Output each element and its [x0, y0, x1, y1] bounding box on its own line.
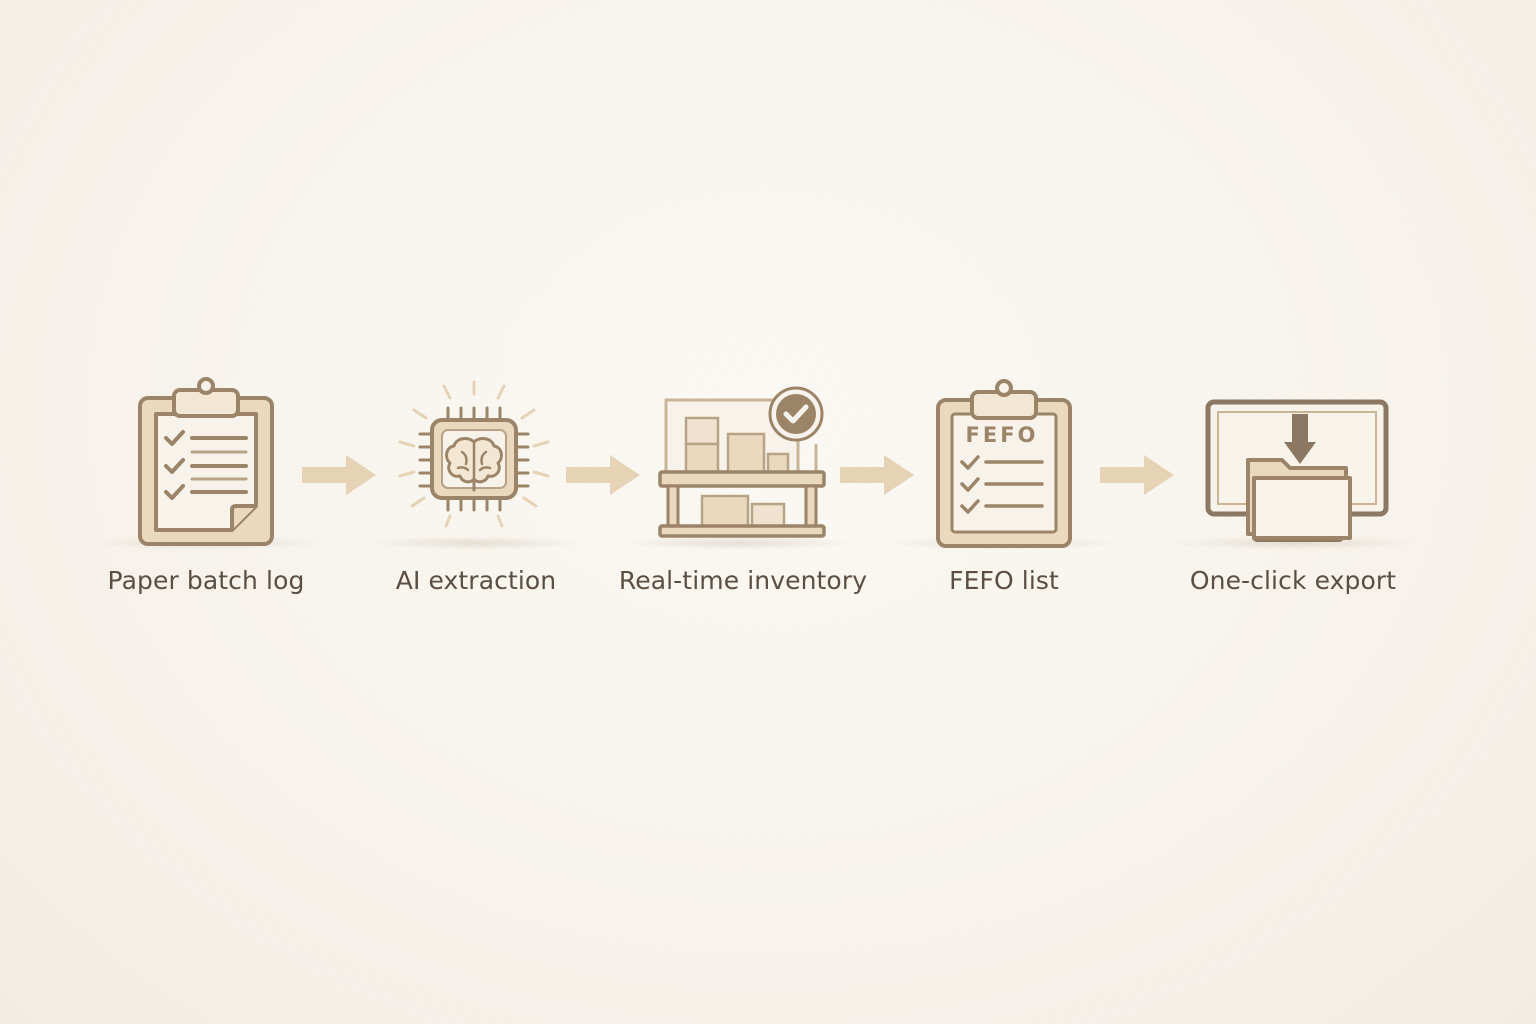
step-5-shadow: [1170, 536, 1420, 550]
fefo-icon-text: FEFO: [966, 423, 1039, 447]
arrow-right-icon: [840, 455, 914, 495]
step-4-label: FEFO list: [949, 566, 1059, 595]
step-3-shadow: [618, 536, 858, 550]
step-5-label: One-click export: [1189, 566, 1397, 595]
monitor-download-icon: [1204, 398, 1390, 548]
arrow-right-icon: [302, 455, 376, 495]
inventory-shelf-icon: [656, 386, 828, 542]
ai-chip-brain-icon: [390, 380, 558, 530]
arrow-right-icon: [1100, 455, 1174, 495]
step-1-label: Paper batch log: [107, 566, 305, 595]
step-2-shadow: [366, 536, 586, 550]
step-2-label: AI extraction: [395, 566, 557, 595]
fefo-clipboard-icon: FEFO: [934, 378, 1074, 550]
clipboard-checklist-icon: [136, 376, 276, 548]
arrow-right-icon: [566, 455, 640, 495]
step-3-label: Real-time inventory: [618, 566, 868, 595]
